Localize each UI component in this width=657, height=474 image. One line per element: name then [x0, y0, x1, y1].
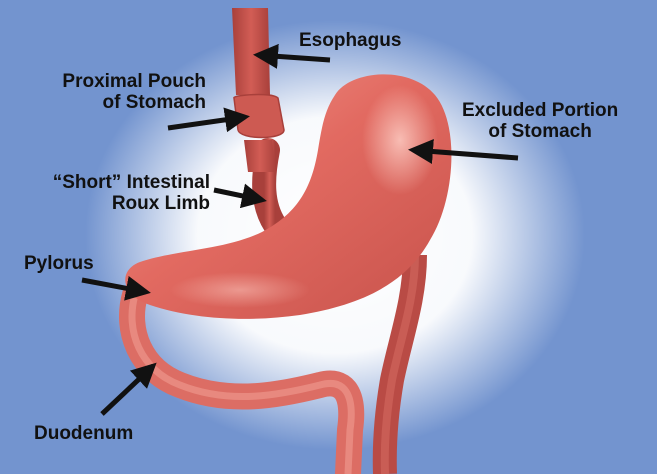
roux-limb-label: “Short” Intestinal Roux Limb — [6, 172, 210, 214]
pylorus-label: Pylorus — [24, 253, 94, 274]
esophagus-tube — [232, 8, 270, 95]
duodenum-arrow — [102, 366, 153, 414]
proximal-pouch-label: Proximal Pouch of Stomach — [26, 71, 206, 113]
duodenum-label: Duodenum — [34, 423, 133, 444]
esophagus-label: Esophagus — [299, 30, 401, 51]
stomach-highlight — [362, 85, 438, 195]
excluded-portion-label: Excluded Portion of Stomach — [462, 100, 618, 142]
